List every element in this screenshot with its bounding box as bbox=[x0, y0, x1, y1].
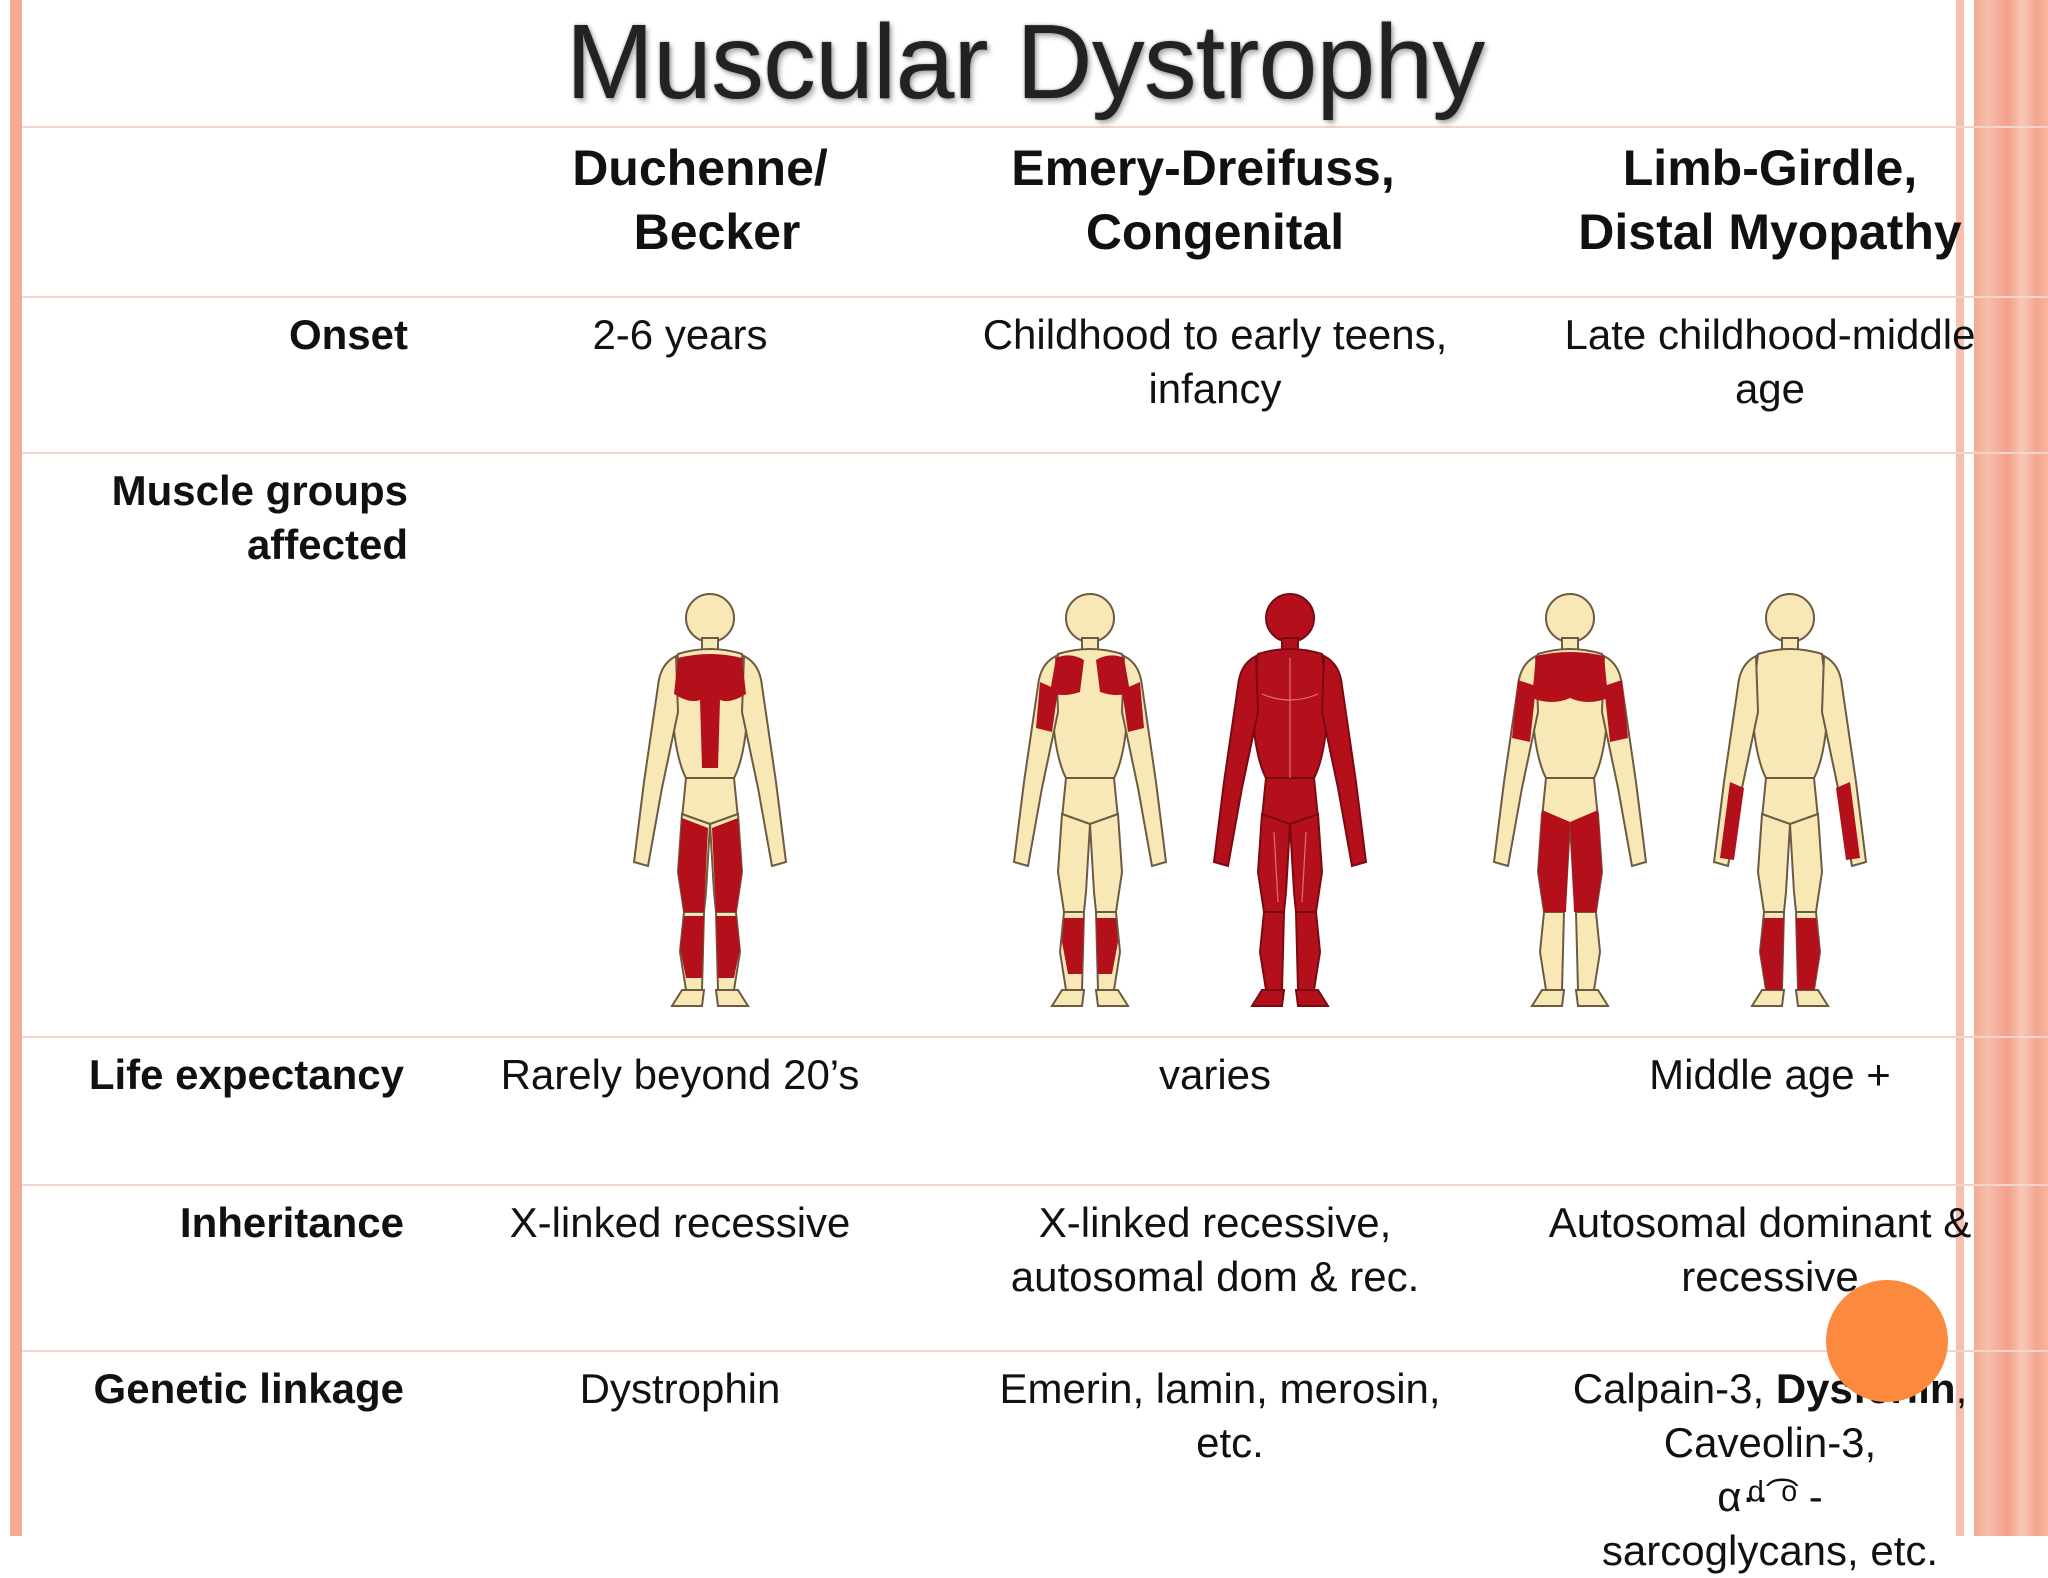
column-header-line: Emery-Dreifuss, bbox=[1011, 140, 1395, 196]
column-header-line: Congenital bbox=[1085, 204, 1345, 260]
cell-line: recessive bbox=[1681, 1253, 1859, 1300]
row-label-genetic-linkage: Genetic linkage bbox=[93, 1365, 404, 1412]
column-header-line: Distal Myopathy bbox=[1578, 204, 1962, 260]
affected-region bbox=[1796, 918, 1820, 990]
affected-region bbox=[1036, 682, 1058, 732]
rule bbox=[22, 452, 2048, 454]
affected-region bbox=[1604, 680, 1628, 742]
affected-region bbox=[678, 818, 708, 912]
rule bbox=[22, 1350, 2048, 1352]
row-label-onset: Onset bbox=[288, 311, 408, 358]
cell-line: Childhood to early teens, bbox=[982, 311, 1448, 358]
right-stripe-wide bbox=[1974, 0, 2048, 1536]
figure-duchenne-front bbox=[633, 593, 787, 1007]
cell-onset-emery: Childhood to early teens, infancy bbox=[940, 308, 1490, 416]
rule bbox=[22, 1184, 2048, 1186]
cell-line: age bbox=[1734, 365, 1806, 412]
column-header-line: Becker bbox=[633, 204, 801, 260]
cell-line: sarcoglycans, etc. bbox=[1601, 1527, 1939, 1574]
cell-genetic-emery: Emerin, lamin, merosin, etc. bbox=[960, 1362, 1480, 1470]
cell-line: X-linked recessive, bbox=[1038, 1199, 1392, 1246]
rule bbox=[22, 126, 2048, 128]
column-header-line: Duchenne/ bbox=[572, 140, 828, 196]
column-header-limb-girdle: Limb-Girdle, Distal Myopathy bbox=[1520, 136, 2020, 264]
affected-region bbox=[1062, 918, 1084, 974]
cell-line: autosomal dom & rec. bbox=[1010, 1253, 1420, 1300]
cell-life-duchenne: Rarely beyond 20’s bbox=[500, 1051, 860, 1098]
row-label-line: Muscle groups bbox=[111, 467, 408, 514]
cell-line: Calpain-3, Dysferlin, bbox=[1520, 1362, 2020, 1416]
cell-onset-limb-girdle: Late childhood-middle age bbox=[1520, 308, 2020, 416]
orange-circle-icon bbox=[1826, 1280, 1948, 1402]
cell-line: infancy bbox=[1148, 365, 1282, 412]
affected-region bbox=[1096, 918, 1118, 974]
column-header-emery: Emery-Dreifuss, Congenital bbox=[970, 136, 1460, 264]
affected-region bbox=[674, 654, 746, 768]
affected-region bbox=[1760, 918, 1784, 990]
gene-text: , bbox=[1955, 1365, 1968, 1412]
row-label-inheritance: Inheritance bbox=[179, 1199, 404, 1246]
page-title: Muscular Dystrophy bbox=[565, 3, 1486, 121]
figure-emery-back bbox=[1013, 593, 1167, 1007]
cell-onset-duchenne: 2-6 years bbox=[592, 311, 768, 358]
cell-line: Late childhood-middle bbox=[1564, 311, 1976, 358]
affected-region bbox=[1532, 652, 1608, 702]
affected-region bbox=[1570, 810, 1602, 912]
figure-congenital-full bbox=[1213, 593, 1367, 1007]
cell-line: Caveolin-3, bbox=[1663, 1419, 1877, 1466]
cell-line: α·ͩ·͡ ᵒ - bbox=[1717, 1473, 1823, 1520]
cell-inheritance-duchenne: X-linked recessive bbox=[509, 1199, 851, 1246]
cell-genetic-duchenne: Dystrophin bbox=[579, 1365, 781, 1412]
gene-text: Calpain-3, bbox=[1572, 1365, 1776, 1412]
muscle-line bbox=[1261, 693, 1319, 701]
row-label-line: affected bbox=[246, 521, 408, 568]
affected-region bbox=[1050, 655, 1084, 695]
figure-limb-girdle-front bbox=[1493, 593, 1647, 1007]
affected-region bbox=[1096, 655, 1130, 695]
cell-inheritance-limb-girdle: Autosomal dominant & recessive bbox=[1520, 1196, 2000, 1304]
affected-region bbox=[1122, 682, 1144, 732]
row-label-life-expectancy: Life expectancy bbox=[88, 1051, 404, 1098]
cell-inheritance-emery: X-linked recessive, autosomal dom & rec. bbox=[960, 1196, 1470, 1304]
affected-region bbox=[1538, 810, 1570, 912]
rule bbox=[22, 1036, 2048, 1038]
column-header-line: Limb-Girdle, bbox=[1622, 140, 1918, 196]
muscle-line bbox=[1301, 831, 1307, 903]
affected-region bbox=[680, 916, 704, 978]
cell-line: Emerin, lamin, merosin, bbox=[999, 1365, 1441, 1412]
affected-region bbox=[716, 916, 740, 978]
left-stripe bbox=[10, 0, 22, 1536]
muscle-line bbox=[1273, 831, 1279, 903]
cell-genetic-limb-girdle: Calpain-3, Dysferlin, Caveolin-3, α·ͩ·͡ … bbox=[1520, 1362, 2020, 1578]
cell-line: etc. bbox=[1196, 1419, 1264, 1466]
row-label-muscle-groups: Muscle groups affected bbox=[40, 464, 408, 572]
affected-region bbox=[1720, 782, 1744, 860]
affected-region bbox=[1512, 680, 1536, 742]
figure-distal-myopathy bbox=[1713, 593, 1867, 1007]
affected-region bbox=[712, 818, 742, 912]
cell-line: Autosomal dominant & bbox=[1548, 1199, 1972, 1246]
rule bbox=[22, 296, 2048, 298]
cell-life-emery: varies bbox=[1158, 1051, 1272, 1098]
column-header-duchenne: Duchenne/ Becker bbox=[460, 136, 940, 264]
cell-life-limb-girdle: Middle age + bbox=[1649, 1051, 1891, 1098]
right-stripe-thin bbox=[1956, 0, 1964, 1536]
affected-region bbox=[1836, 782, 1860, 860]
